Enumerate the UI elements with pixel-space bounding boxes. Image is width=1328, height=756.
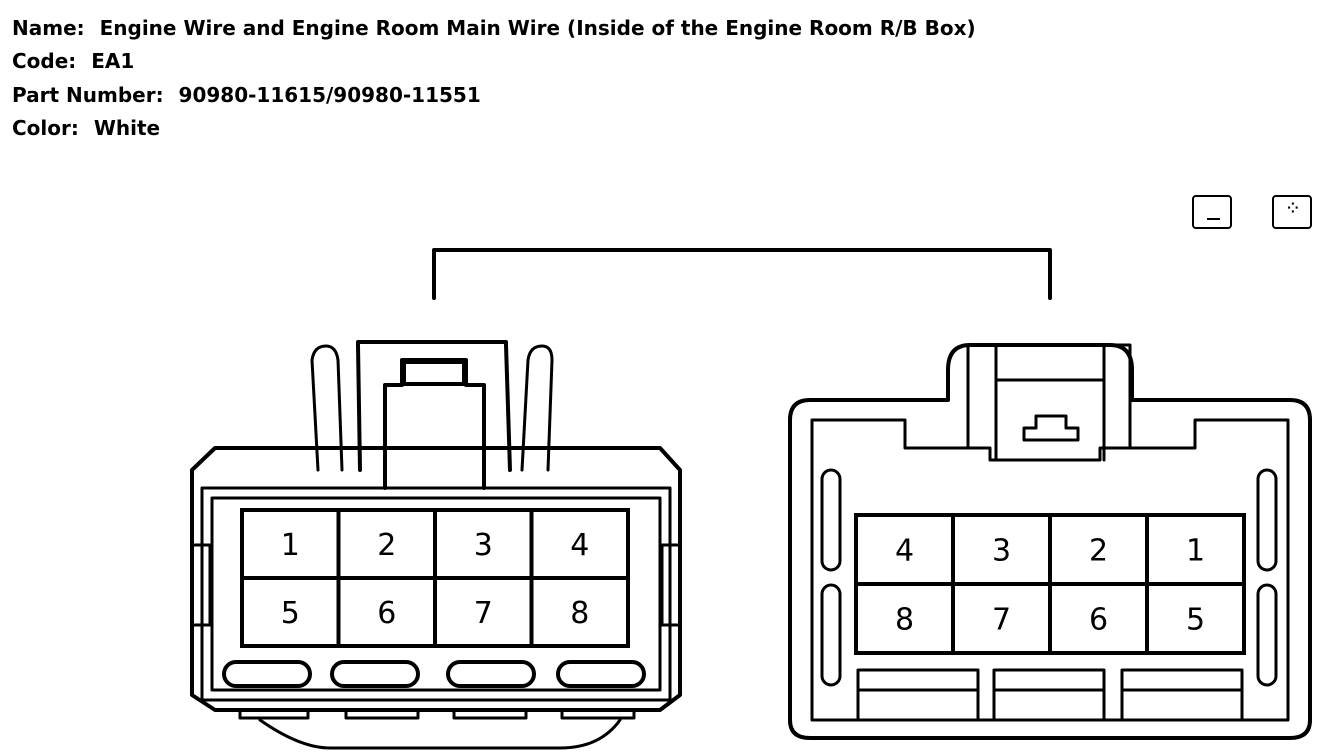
right-connector-housing xyxy=(788,343,1312,740)
part-number-value: 90980-11615/90980-11551 xyxy=(178,82,481,107)
code-value: EA1 xyxy=(91,49,135,74)
minimize-button[interactable] xyxy=(1192,195,1232,229)
color-row: Color: White xyxy=(12,112,976,145)
name-value: Engine Wire and Engine Room Main Wire (I… xyxy=(99,16,976,40)
right-pin-label: 7 xyxy=(992,603,1011,638)
right-pin-label: 6 xyxy=(1089,603,1108,638)
left-pin-label: 8 xyxy=(570,596,589,631)
left-pin-label: 2 xyxy=(377,528,396,563)
name-row: Name: Engine Wire and Engine Room Main W… xyxy=(12,12,976,45)
left-pin-label: 5 xyxy=(281,596,300,631)
left-pin-cell xyxy=(433,508,534,580)
zoom-icon: ⁘ xyxy=(1287,201,1299,217)
left-pin-label: 4 xyxy=(570,528,589,563)
right-connector-pin-grid: 4 3 2 1 8 7 6 5 xyxy=(854,513,1246,655)
left-pin-cell xyxy=(433,576,534,648)
name-label: Name: xyxy=(12,16,85,40)
left-pin-cell xyxy=(240,576,341,648)
left-pin-label: 1 xyxy=(281,528,300,563)
right-pin-cell xyxy=(1145,582,1246,655)
code-row: Code: EA1 xyxy=(12,45,976,78)
code-label: Code: xyxy=(12,49,77,74)
right-pin-label: 1 xyxy=(1186,534,1205,569)
pairing-bracket xyxy=(432,248,1052,300)
left-pin-label: 3 xyxy=(474,528,493,563)
right-pin-label: 5 xyxy=(1186,603,1205,638)
left-connector-pin-grid: 1 2 3 4 5 6 7 8 xyxy=(240,508,630,648)
right-pin-cell xyxy=(1145,513,1246,586)
left-pin-label: 6 xyxy=(377,596,396,631)
left-pin-cell xyxy=(529,576,630,648)
right-pin-label: 3 xyxy=(992,534,1011,569)
part-number-row: Part Number: 90980-11615/90980-11551 xyxy=(12,79,976,112)
connector-info: Name: Engine Wire and Engine Room Main W… xyxy=(12,12,976,145)
color-value: White xyxy=(93,115,161,140)
right-pin-cell xyxy=(951,513,1052,586)
part-number-label: Part Number: xyxy=(12,82,164,107)
right-pin-label: 2 xyxy=(1089,534,1108,569)
left-pin-cell xyxy=(336,576,437,648)
left-pin-label: 7 xyxy=(474,596,493,631)
left-pin-cell xyxy=(529,508,630,580)
right-pin-cell xyxy=(854,582,955,655)
right-pin-label: 8 xyxy=(895,603,914,638)
minimize-icon xyxy=(1207,218,1220,220)
color-label: Color: xyxy=(12,115,79,140)
right-pin-cell xyxy=(951,582,1052,655)
zoom-button[interactable]: ⁘ xyxy=(1272,195,1312,229)
right-pin-label: 4 xyxy=(895,534,914,569)
left-connector-housing xyxy=(190,340,682,750)
